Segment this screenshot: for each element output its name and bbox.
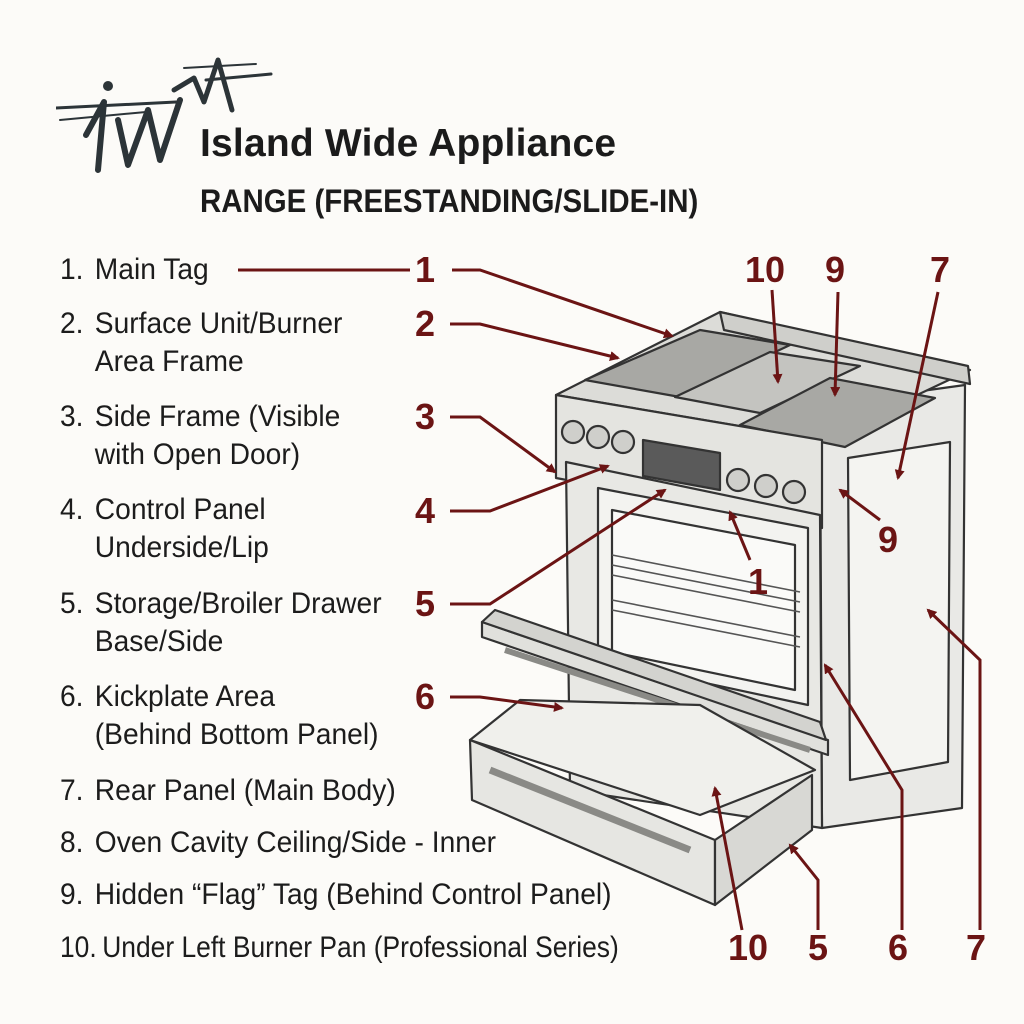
legend-label-cont: with Open Door) xyxy=(94,438,301,471)
page-subtitle: RANGE (FREESTANDING/SLIDE-IN) xyxy=(200,183,699,219)
callout-7-bottom: 7 xyxy=(966,927,987,968)
legend-item-4: 4. Control Panel xyxy=(60,491,266,529)
burner-grate-left xyxy=(583,328,792,399)
legend-num: 8. xyxy=(60,826,84,859)
legend-label: Rear Panel (Main Body) xyxy=(94,774,396,807)
legend-num: 4. xyxy=(60,493,84,526)
legend-item-8: 8. Oven Cavity Ceiling/Side - Inner xyxy=(60,824,496,862)
legend-num: 1. xyxy=(60,253,84,286)
legend-item-3: 3. Side Frame (Visible xyxy=(60,398,340,436)
callout-6-left: 6 xyxy=(415,676,436,717)
knob-icon xyxy=(725,467,751,493)
legend-item-7: 7. Rear Panel (Main Body) xyxy=(60,772,396,810)
callout-1-left: 1 xyxy=(415,249,436,290)
callout-9-right: 9 xyxy=(878,519,899,560)
legend-label: Main Tag xyxy=(94,253,209,286)
legend-num: 9. xyxy=(60,878,84,911)
knob-icon xyxy=(610,429,636,455)
legend-label: Hidden “Flag” Tag (Behind Control Panel) xyxy=(94,878,612,911)
brand-logo: iwa xyxy=(54,40,286,190)
griddle xyxy=(673,350,862,415)
control-display xyxy=(641,438,722,492)
legend-item-2-cont: Area Frame xyxy=(60,343,244,381)
legend-num: 3. xyxy=(60,400,84,433)
callout-2-left: 2 xyxy=(415,303,436,344)
legend-item-1: 1. Main Tag xyxy=(60,251,209,289)
legend-item-5-cont: Base/Side xyxy=(60,623,224,661)
door-handle xyxy=(504,647,811,753)
legend-num: 2. xyxy=(60,307,84,340)
legend-label-cont: (Behind Bottom Panel) xyxy=(94,718,379,751)
knob-icon xyxy=(753,473,779,499)
legend-label: Surface Unit/Burner xyxy=(94,307,343,340)
legend-num: 10. xyxy=(60,931,97,964)
knob-icon xyxy=(781,479,807,505)
legend-label-cont: Base/Side xyxy=(94,625,224,658)
legend-label: Storage/Broiler Drawer xyxy=(94,587,382,620)
callout-4-left: 4 xyxy=(415,490,436,531)
legend-label: Side Frame (Visible xyxy=(94,400,341,433)
callout-6-bottom: 6 xyxy=(888,927,909,968)
legend-num: 7. xyxy=(60,774,84,807)
legend-label: Kickplate Area xyxy=(94,680,276,713)
knob-icon xyxy=(585,424,611,450)
legend-item-4-cont: Underside/Lip xyxy=(60,529,269,567)
callout-10-bottom: 10 xyxy=(728,927,769,968)
legend-item-9: 9. Hidden “Flag” Tag (Behind Control Pane… xyxy=(60,876,612,914)
legend-label: Control Panel xyxy=(94,493,266,526)
legend-item-10: 10.Under Left Burner Pan (Professional S… xyxy=(60,929,619,967)
iwa-logo-mark: iwa xyxy=(54,57,273,173)
brand-name: Island Wide Appliance xyxy=(200,122,617,165)
legend-num: 6. xyxy=(60,680,84,713)
callout-10-top: 10 xyxy=(745,249,786,290)
callout-5-bottom: 5 xyxy=(808,927,829,968)
storage-drawer-inside xyxy=(468,698,817,817)
legend-num: 5. xyxy=(60,587,84,620)
callout-5-left: 5 xyxy=(415,583,436,624)
callout-1-inner: 1 xyxy=(748,561,769,602)
oven-racks xyxy=(611,554,801,648)
callout-3-left: 3 xyxy=(415,396,436,437)
legend-label: Oven Cavity Ceiling/Side - Inner xyxy=(94,826,497,859)
drawer-handle xyxy=(488,766,692,854)
legend-item-6: 6. Kickplate Area xyxy=(60,678,275,716)
legend-label-cont: Underside/Lip xyxy=(94,531,269,564)
legend-item-5: 5. Storage/Broiler Drawer xyxy=(60,585,382,623)
legend-item-6-cont: (Behind Bottom Panel) xyxy=(60,716,379,754)
callout-9-top: 9 xyxy=(825,249,846,290)
legend-item-3-cont: with Open Door) xyxy=(60,436,300,474)
knob-icon xyxy=(560,419,586,445)
legend-item-2: 2. Surface Unit/Burner xyxy=(60,305,342,343)
callout-7-top: 7 xyxy=(930,249,951,290)
legend-label-cont: Area Frame xyxy=(94,345,244,378)
legend-label: Under Left Burner Pan (Professional Seri… xyxy=(102,931,619,964)
